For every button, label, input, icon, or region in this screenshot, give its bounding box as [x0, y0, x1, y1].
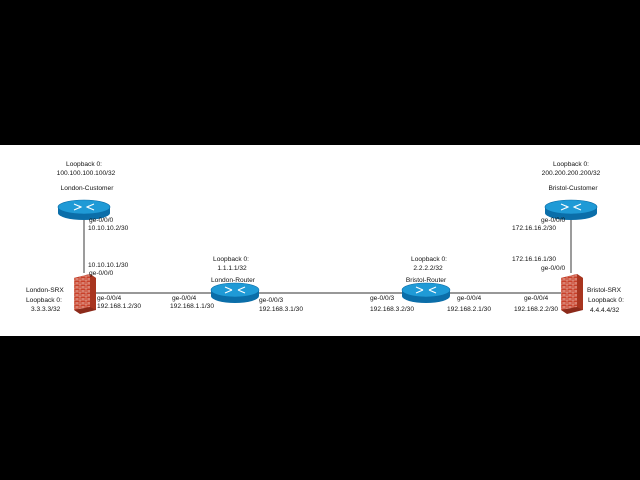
bristol-customer-if-ip: 172.16.16.2/30 — [512, 225, 556, 232]
bristol-customer-loopback-ip: 200.200.200.200/32 — [541, 170, 601, 177]
bristol-router-name: Bristol-Router — [405, 277, 447, 284]
bristol-srx-ge004-ip: 192.168.2.2/30 — [514, 306, 558, 313]
bristol-srx-loopback-title: Loopback 0: — [588, 297, 624, 304]
london-router-ge004-ip: 192.168.1.1/30 — [170, 303, 214, 310]
london-router-loopback-title: Loopback 0: — [213, 256, 249, 263]
router-icon[interactable] — [401, 282, 451, 303]
bristol-srx-ge000-name: ge-0/0/0 — [541, 265, 566, 272]
router-icon[interactable] — [544, 199, 598, 220]
bristol-router-ge004-name: ge-0/0/4 — [457, 295, 482, 302]
router-icon[interactable] — [210, 282, 260, 303]
links — [83, 215, 572, 294]
bristol-router-ge004-ip: 192.168.2.1/30 — [447, 306, 491, 313]
london-srx-name: London-SRX — [26, 287, 64, 294]
firewall-icon[interactable] — [74, 274, 96, 314]
network-diagram-svg — [57, 199, 598, 314]
london-router-name: London-Router — [211, 277, 255, 284]
bristol-router-ge003-ip: 192.168.3.2/30 — [370, 306, 414, 313]
london-srx-ge004-name: ge-0/0/4 — [97, 295, 122, 302]
london-router-ge003-name: ge-0/0/3 — [259, 297, 284, 304]
bristol-srx-loopback-ip: 4.4.4.4/32 — [590, 307, 620, 314]
london-customer-loopback-title: Loopback 0: — [66, 161, 102, 168]
router-icon[interactable] — [57, 199, 111, 220]
london-router-ge003-ip: 192.168.3.1/30 — [259, 306, 303, 313]
london-customer-loopback-ip: 100.100.100.100/32 — [56, 170, 116, 177]
bristol-srx-name: Bristol-SRX — [587, 287, 622, 294]
london-srx-loopback-ip: 3.3.3.3/32 — [31, 306, 61, 313]
london-router-ge004-name: ge-0/0/4 — [172, 295, 197, 302]
bristol-router-loopback-ip: 2.2.2.2/32 — [413, 265, 443, 272]
bristol-customer-loopback-title: Loopback 0: — [553, 161, 589, 168]
london-srx-ge004-ip: 192.168.1.2/30 — [97, 303, 141, 310]
bristol-customer-if-name: ge-0/0/0 — [541, 217, 566, 224]
london-customer-if-ip: 10.10.10.2/30 — [88, 225, 129, 232]
london-srx-ge000-name: ge-0/0/0 — [89, 270, 114, 277]
london-router-loopback-ip: 1.1.1.1/32 — [217, 265, 247, 272]
london-customer-if-name: ge-0/0/0 — [89, 217, 114, 224]
bristol-srx-ge000-ip: 172.16.16.1/30 — [512, 256, 556, 263]
network-diagram-canvas: Loopback 0: 100.100.100.100/32 London-Cu… — [0, 145, 640, 336]
bristol-router-loopback-title: Loopback 0: — [411, 256, 447, 263]
firewall-icon[interactable] — [561, 274, 583, 314]
bristol-customer-name: Bristol-Customer — [548, 185, 598, 192]
bristol-srx-ge004-name: ge-0/0/4 — [524, 295, 549, 302]
bristol-router-ge003-name: ge-0/0/3 — [370, 295, 395, 302]
london-customer-name: London-Customer — [60, 185, 114, 192]
london-srx-loopback-title: Loopback 0: — [26, 297, 62, 304]
london-srx-ge000-ip: 10.10.10.1/30 — [88, 262, 129, 269]
